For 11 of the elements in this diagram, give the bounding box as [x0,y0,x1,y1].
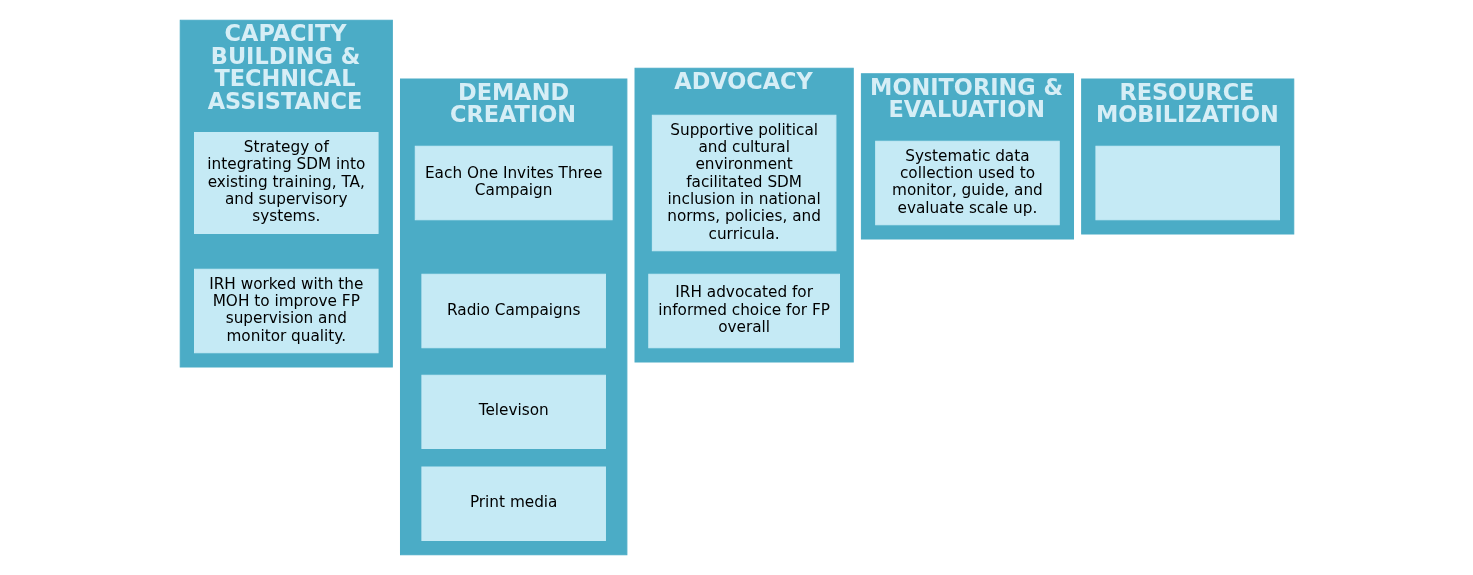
node-box: Print media [420,466,606,541]
node-box: Strategy of integrating SDM into existing training, TA, and supervisory systems. [193,132,379,234]
node-box: Radio Campaigns [420,273,606,349]
node-box: Supportive political and cultural environment facilitated SDM inclusion in national norms, policies, and curricula. [651,114,836,252]
node-box [1094,145,1280,221]
node-box: Televison [420,374,606,450]
cluster: RESOURCE MOBILIZATION [1080,78,1294,235]
node-box: IRH advocated for informed choice for FP overall [647,273,840,349]
node-box: IRH worked with the MOH to improve FP supervision and monitor quality. [193,268,379,354]
node-box: Systematic data collection used to monitor, guide, and evaluate scale up. [874,140,1060,226]
node-box: Each One Invites Three Campaign [414,145,613,221]
